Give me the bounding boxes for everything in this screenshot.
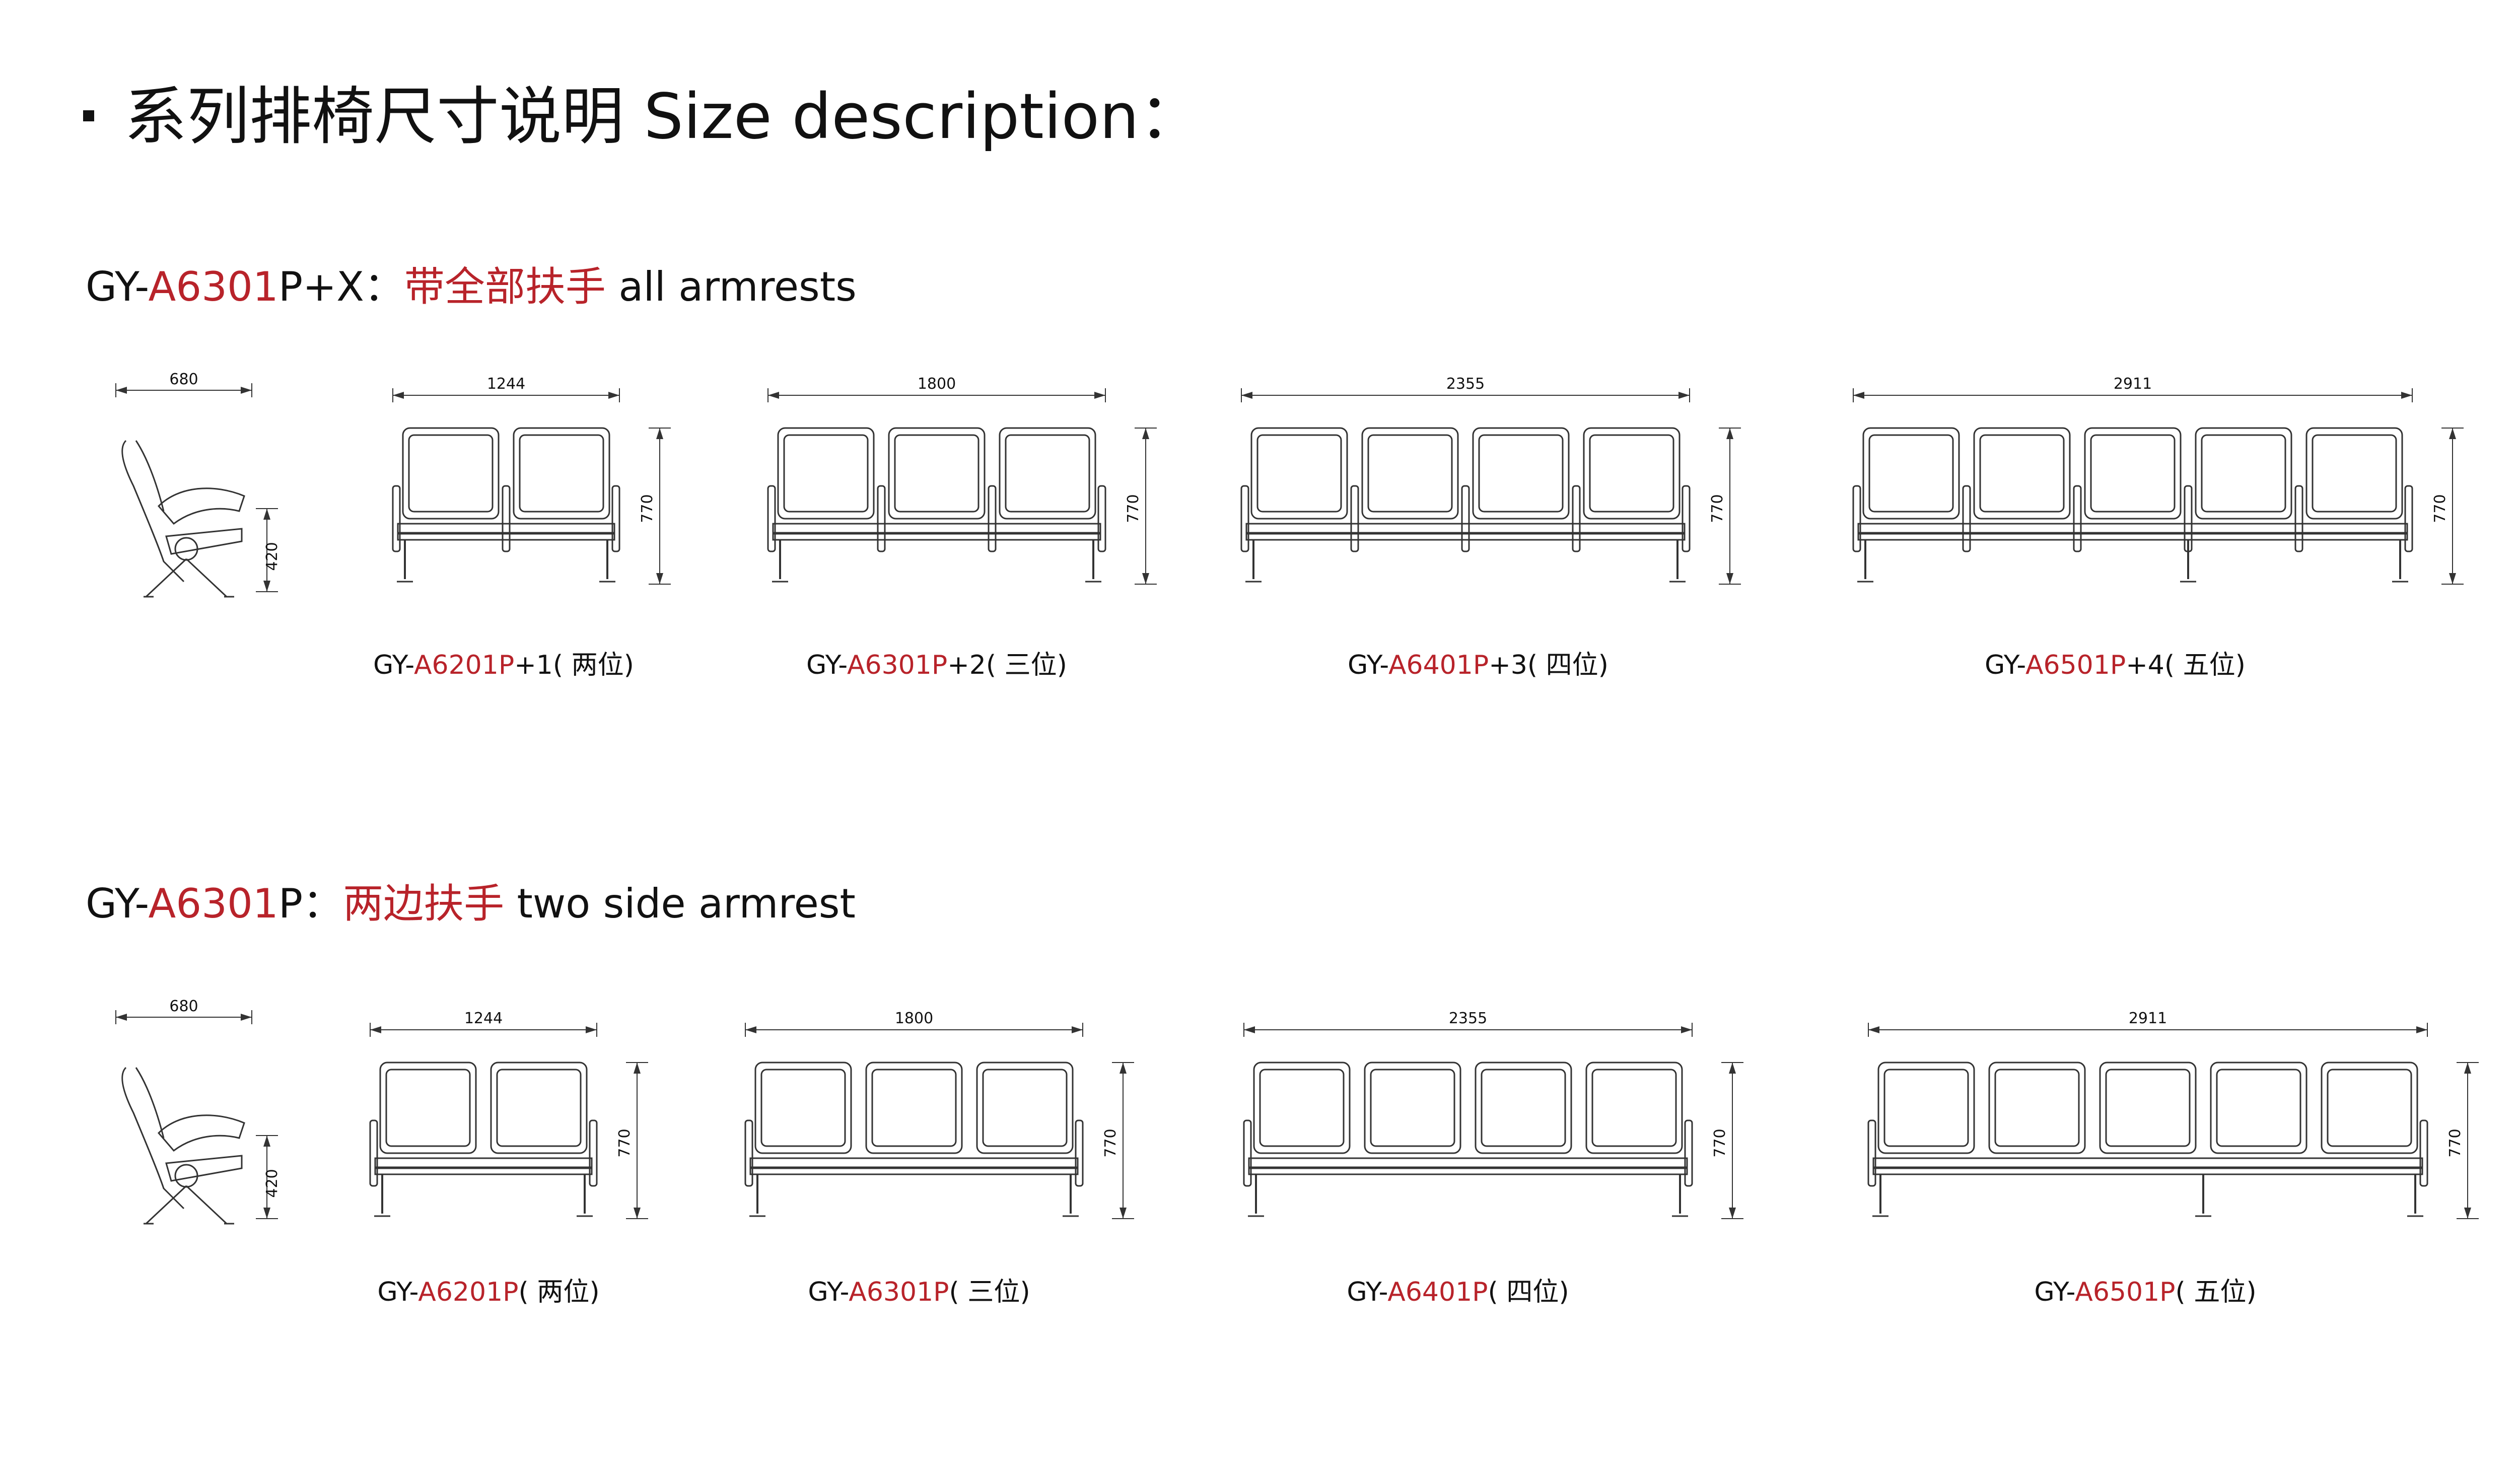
title-cn: 系列排椅尺寸说明 xyxy=(124,81,624,153)
width-label-s0-m1: 1800 xyxy=(918,375,956,393)
height-label-s1-m0: 770 xyxy=(616,1128,634,1157)
bench-drawing-s0-m1: 1800 770 xyxy=(767,375,1157,585)
model-caption-s0-m0: GY-A6201P+1( 两位) xyxy=(373,650,634,680)
bench-drawing-s1-m0: 1244 770 xyxy=(369,1010,648,1219)
height-label-s0-m1: 770 xyxy=(1125,494,1142,523)
model-caption-s0-m1: GY-A6301P+2( 三位) xyxy=(806,650,1067,680)
width-label-s0-m3: 2911 xyxy=(2114,375,2152,393)
width-label-s1-m1: 1800 xyxy=(895,1010,933,1027)
width-label-s1-m3: 2911 xyxy=(2129,1010,2167,1027)
height-label-s0-m3: 770 xyxy=(2431,494,2449,523)
width-label-s1-m0: 1244 xyxy=(464,1010,503,1027)
side-depth-label-0: 680 xyxy=(169,371,198,388)
bench-drawing-s1-m2: 2355 770 xyxy=(1243,1010,1743,1219)
title-en: Size description： xyxy=(624,81,1202,153)
height-label-s0-m0: 770 xyxy=(639,494,656,523)
bench-drawing-s0-m2: 2355 770 xyxy=(1240,375,1741,585)
height-label-s1-m3: 770 xyxy=(2446,1128,2464,1157)
width-label-s0-m0: 1244 xyxy=(487,375,525,393)
model-caption-s0-m3: GY-A6501P+4( 五位) xyxy=(1985,650,2246,680)
side-view-drawing-0: 680 420 xyxy=(115,371,281,598)
model-caption-s1-m2: GY-A6401P( 四位) xyxy=(1347,1277,1569,1307)
page-title: 系列排椅尺寸说明 Size description： xyxy=(83,86,1202,148)
series-heading-two-side-armrest: GY-A6301P：两边扶手 two side armrest xyxy=(86,880,856,927)
bench-drawing-s1-m1: 1800 770 xyxy=(744,1010,1134,1219)
title-bullet xyxy=(83,110,94,121)
width-label-s0-m2: 2355 xyxy=(1446,375,1485,393)
model-caption-s1-m1: GY-A6301P( 三位) xyxy=(808,1277,1030,1307)
model-caption-s1-m3: GY-A6501P( 五位) xyxy=(2034,1277,2257,1307)
side-view-drawing-1: 680 420 xyxy=(115,998,281,1225)
height-label-s1-m2: 770 xyxy=(1711,1128,1729,1157)
bench-drawing-s0-m0: 1244 770 xyxy=(392,375,671,585)
bench-drawing-s1-m3: 2911 770 xyxy=(1867,1010,2479,1219)
side-height-label-0: 420 xyxy=(263,542,281,571)
model-caption-s0-m2: GY-A6401P+3( 四位) xyxy=(1348,650,1608,680)
height-label-s1-m1: 770 xyxy=(1102,1128,1120,1157)
width-label-s1-m2: 2355 xyxy=(1449,1010,1487,1027)
model-caption-s1-m0: GY-A6201P( 两位) xyxy=(377,1277,600,1307)
height-label-s0-m2: 770 xyxy=(1709,494,1726,523)
bench-drawing-s0-m3: 2911 770 xyxy=(1852,375,2464,585)
series-heading-all-armrests: GY-A6301P+X：带全部扶手 all armrests xyxy=(86,263,857,310)
side-height-label-1: 420 xyxy=(263,1169,281,1197)
side-depth-label-1: 680 xyxy=(169,998,198,1015)
